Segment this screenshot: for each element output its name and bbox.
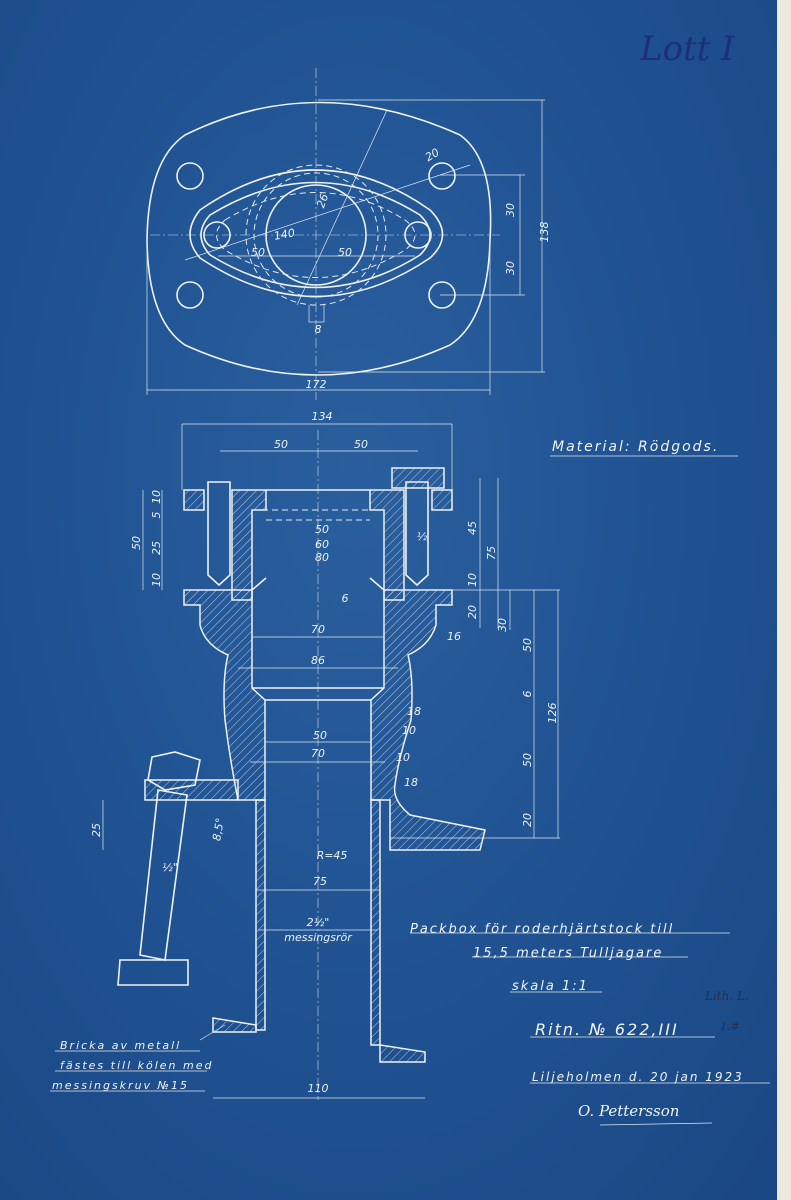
drawing-number: Ritn. № 622,III xyxy=(535,1020,679,1039)
base-washer xyxy=(212,1017,257,1033)
section-dimension-label: 10 xyxy=(466,573,479,587)
signature: O. Pettersson xyxy=(578,1102,679,1120)
section-dimension-label: 50 xyxy=(521,753,534,767)
stud-bolt-left xyxy=(207,481,231,587)
stud-hole xyxy=(203,221,231,249)
pipe-size: 2½" xyxy=(307,916,330,929)
section-view xyxy=(102,424,560,1100)
section-dimension-label: 5 xyxy=(150,512,163,519)
note-line-1: Bricka av metall xyxy=(60,1039,181,1052)
gland-outline xyxy=(189,169,444,298)
section-dimension-label: 80 xyxy=(315,551,329,564)
section-dimension-label: 50 xyxy=(313,729,327,742)
section-dimension-label: 75 xyxy=(485,546,498,560)
section-dimension-label: 10 xyxy=(396,751,410,764)
brass-pipe-left xyxy=(255,799,266,1031)
section-dimension-label: 10 xyxy=(150,490,163,504)
dimension-labels: 172 134 138 30 30 20 26 140 50 50 8 50 50 10 5 25 10 50 50… xyxy=(90,146,559,1095)
section-dimension-label: 86 xyxy=(311,654,325,667)
section-dimension-label: 30 xyxy=(496,618,509,632)
material-label: Material: Rödgods. xyxy=(552,439,719,455)
note-line-3: messingskruv №15 xyxy=(52,1079,189,1092)
nut-right xyxy=(391,467,445,489)
section-dimension-label: 6 xyxy=(342,592,349,605)
pencil-note-1: Lith. L. xyxy=(704,989,749,1003)
section-dimension-label: 25 xyxy=(150,541,163,555)
top-view-dimension-label: 26 xyxy=(314,192,331,210)
brass-pipe-right xyxy=(370,799,381,1046)
section-dimension-label: ½ xyxy=(417,530,428,543)
top-view-dimension-label: 172 xyxy=(306,378,327,391)
section-dimension-label: 45 xyxy=(466,521,479,535)
section-dimension-label: 110 xyxy=(308,1082,329,1095)
bolt-hole xyxy=(176,162,204,190)
section-dimension-label: 25 xyxy=(90,823,103,837)
top-view-dimension-label: 50 xyxy=(338,246,352,259)
section-dimension-label: 50 xyxy=(274,438,288,451)
section-dimension-label: 10 xyxy=(402,724,416,737)
keel-bolt xyxy=(139,789,188,961)
flange-outline xyxy=(146,101,492,376)
section-dimension-label: 60 xyxy=(315,538,329,551)
section-dimension-label: ½" xyxy=(162,861,178,874)
pencil-note-2: 1.# xyxy=(720,1020,740,1033)
pipe-material: messingsrör xyxy=(284,931,353,944)
section-dimension-label: 20 xyxy=(466,605,479,619)
section-dimension-label: 50 xyxy=(521,638,534,652)
section-dimension-label: 20 xyxy=(521,813,534,827)
stud-hole xyxy=(404,221,432,249)
section-dimension-label: 50 xyxy=(130,536,143,550)
section-dimension-label: 50 xyxy=(354,438,368,451)
section-dimension-label: 126 xyxy=(546,703,559,724)
section-dimension-label: R=45 xyxy=(317,849,348,862)
paper-edge xyxy=(777,0,791,1200)
section-dimension-label: 6 xyxy=(521,691,534,698)
bore-circle xyxy=(265,184,367,286)
top-view-dimension-label: 30 xyxy=(504,261,517,275)
top-view-dimension-label: 140 xyxy=(273,226,296,242)
top-view-dimension-label: 20 xyxy=(423,146,442,164)
top-view-dimension-label: 8 xyxy=(315,323,322,336)
title-line-1: Packbox för roderhjärtstock till xyxy=(410,922,674,937)
section-dimension-label: 75 xyxy=(313,875,327,888)
section-dimension-label: 50 xyxy=(315,523,329,536)
top-view-dimension-label: 50 xyxy=(251,246,265,259)
top-view-dimension-label: 138 xyxy=(538,222,551,243)
section-dimension-label: 70 xyxy=(311,623,325,636)
top-view-dimension-label: 134 xyxy=(312,410,333,423)
title-line-2: 15,5 meters Tulljagare xyxy=(473,946,663,961)
bolt-hole xyxy=(428,162,456,190)
place-date: Liljeholmen d. 20 jan 1923 xyxy=(532,1070,744,1084)
section-dimension-label: 8,5° xyxy=(210,817,227,842)
top-view-dimension-label: 30 xyxy=(504,203,517,217)
note-line-2: fästes till kölen med xyxy=(60,1059,214,1072)
bolt-hole xyxy=(176,281,204,309)
section-dimension-label: 10 xyxy=(150,573,163,587)
section-dimension-label: 70 xyxy=(311,747,325,760)
keel-bolt-nut xyxy=(147,751,201,791)
top-view xyxy=(146,68,545,425)
section-dimension-label: 18 xyxy=(407,705,421,718)
scale-label: skala 1:1 xyxy=(512,979,589,994)
section-dimension-label: 16 xyxy=(447,630,461,643)
section-dimension-label: 18 xyxy=(404,776,418,789)
handwritten-sheet-number: Lott I xyxy=(639,29,735,69)
